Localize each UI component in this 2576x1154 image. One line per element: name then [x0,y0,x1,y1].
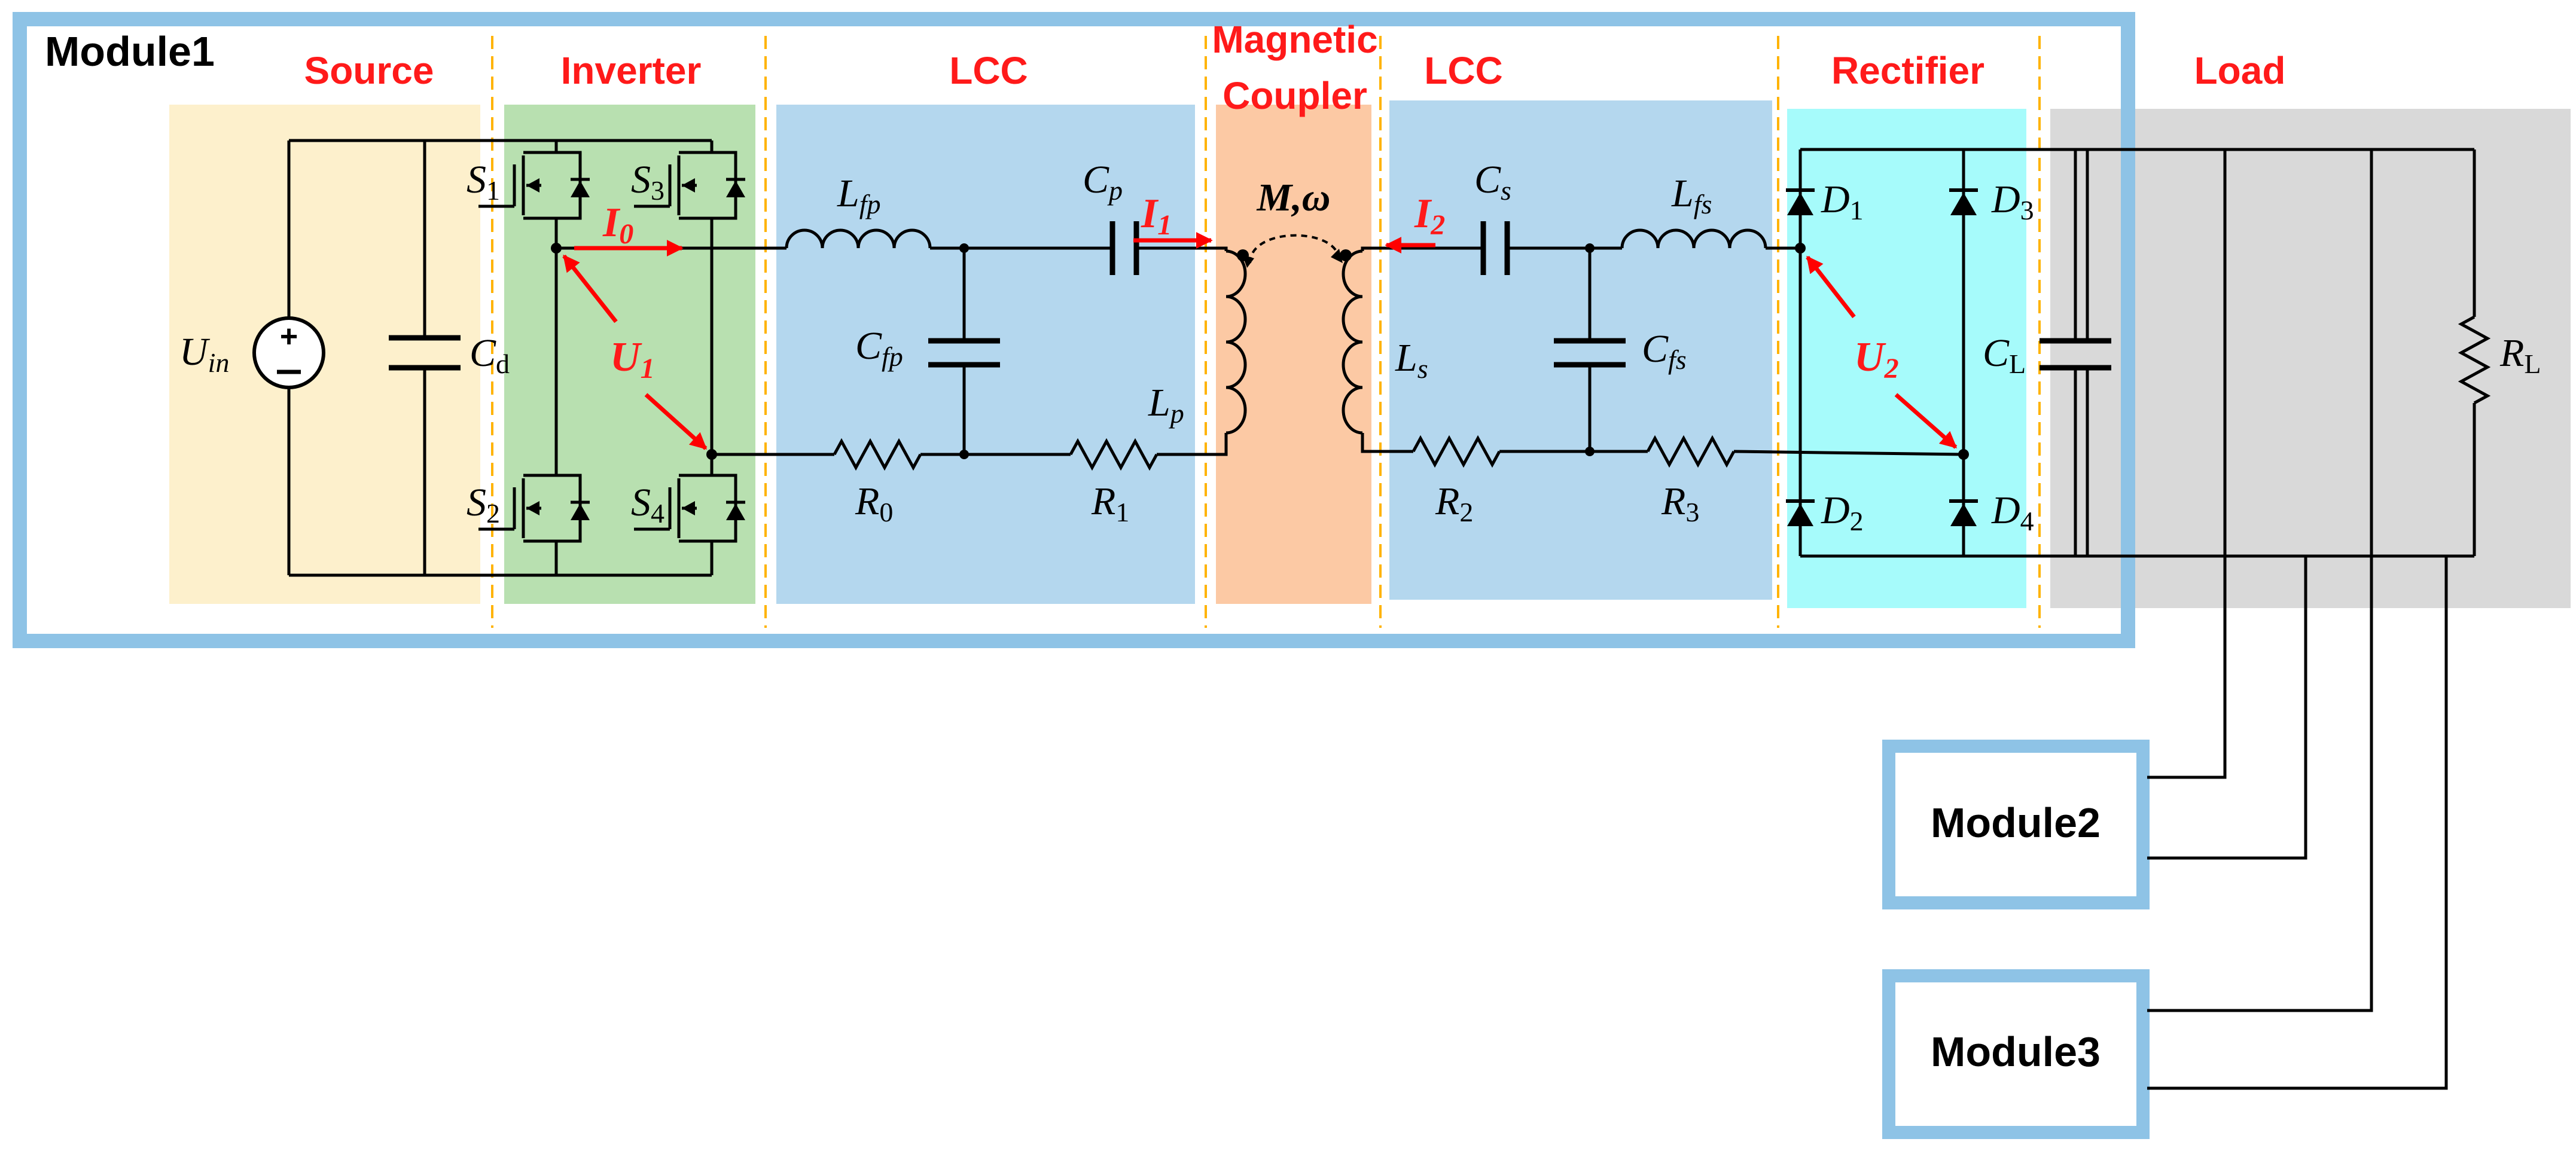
label-uin: Uin [179,330,229,378]
label-d4: D4 [1991,489,2034,536]
switch-s3-icon [634,151,745,220]
diode-d1-icon [1786,188,1815,215]
load-circuit [2040,149,2491,1090]
rectifier-region [1787,109,2026,608]
label-d1: D1 [1821,178,1864,225]
label-cl: CL [1983,331,2026,379]
load-label: Load [2194,49,2286,92]
inverter-region [504,105,755,604]
module2-title: Module2 [1931,799,2101,846]
label-lfp: Lfp [837,172,881,219]
label-mutual-inductance: M,ω [1257,176,1331,219]
label-r2: R2 [1435,480,1473,527]
resistor-r0-icon [833,438,922,471]
inductor-lfp-icon [785,228,932,249]
coupler-label-line2: Coupler [1223,74,1367,117]
label-cfs: Cfs [1642,327,1687,375]
label-ls: Ls [1395,336,1428,384]
primary-lcc-network [556,221,1249,471]
source-circuit: + [252,139,712,577]
label-u2: U2 [1854,334,1899,384]
coupler-label-line1: Magnetic [1212,18,1377,61]
label-d2: D2 [1821,489,1864,536]
label-s3: S3 [631,158,664,206]
label-rl: RL [2499,331,2541,379]
label-i0: I0 [602,200,633,250]
label-cp: Cp [1083,158,1123,206]
diode-d2-icon [1786,499,1815,526]
label-u1: U1 [610,334,655,384]
lcc-primary-region [776,105,1195,604]
resistor-r3-icon [1646,435,1736,468]
label-cs: Cs [1474,158,1511,206]
inductor-lfs-icon [1620,228,1767,249]
label-i1: I1 [1141,191,1172,241]
resistor-r2-icon [1412,435,1501,468]
resistor-rl-icon [2458,315,2491,405]
module2-frame [1882,740,2150,909]
resistor-r1-icon [1069,438,1159,471]
module1-title: Module1 [45,28,215,75]
label-cfp: Cfp [855,324,903,372]
switch-s1-icon [478,151,590,220]
lcc-secondary-label: LCC [1424,49,1503,92]
lcc-primary-label: LCC [949,49,1028,92]
label-s4: S4 [631,481,664,529]
lcc-secondary-region [1389,100,1772,600]
coil-lp-icon [1225,249,1247,435]
diode-d3-icon [1949,188,1978,215]
diode-d4-icon [1949,499,1978,526]
load-region [2050,109,2571,608]
rectifier-label: Rectifier [1831,49,1984,92]
secondary-lcc-network [1342,221,1964,468]
label-lp: Lp [1148,381,1184,429]
module3-title: Module3 [1931,1028,2101,1075]
label-r3: R3 [1661,480,1699,527]
inverter-label: Inverter [561,49,702,92]
label-s1: S1 [467,158,500,206]
label-r1: R1 [1091,480,1129,527]
module3-frame [1882,969,2150,1139]
svg-text:+: + [280,319,298,354]
magnetic-coupling [1242,234,1352,268]
switch-s2-icon [478,474,590,543]
label-s2: S2 [467,481,500,529]
section-dividers [491,36,2041,628]
annotation-arrows [562,232,1958,450]
label-cd: Cd [470,331,510,379]
label-i2: I2 [1414,191,1445,241]
coil-ls-icon [1342,249,1363,435]
label-r0: R0 [855,480,893,527]
voltage-source-icon [252,316,325,389]
source-label: Source [304,49,434,92]
label-lfs: Lfs [1671,172,1712,219]
switch-s4-icon [634,474,745,543]
module1-frame [13,12,2135,648]
rectifier-bridge [1786,148,2474,558]
label-d3: D3 [1991,178,2034,225]
coupling-arc-icon [1249,234,1340,264]
